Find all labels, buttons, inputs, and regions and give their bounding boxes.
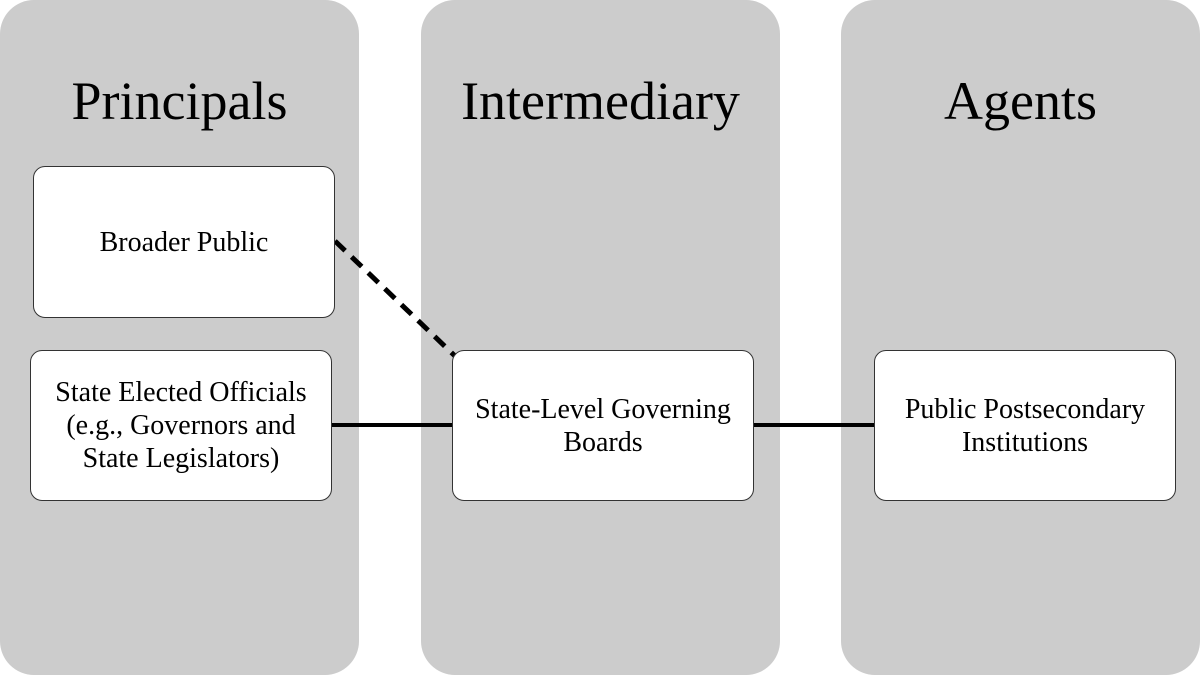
broader-public-node: Broader Public bbox=[33, 166, 335, 318]
principals-title: Principals bbox=[71, 71, 288, 131]
state-level-governing-boards-label: State-Level Governing Boards bbox=[475, 393, 731, 458]
agents-column: Agents bbox=[841, 0, 1200, 675]
principals-column: Principals bbox=[0, 0, 359, 675]
state-elected-officials-label: State Elected Officials (e.g., Governors… bbox=[55, 377, 307, 474]
agents-title: Agents bbox=[944, 71, 1097, 131]
state-level-governing-boards-node: State-Level Governing Boards bbox=[452, 350, 754, 501]
intermediary-title: Intermediary bbox=[461, 71, 740, 131]
public-postsecondary-institutions-node: Public Postsecondary Institutions bbox=[874, 350, 1176, 501]
broader-public-label: Broader Public bbox=[99, 226, 269, 258]
intermediary-column: Intermediary bbox=[421, 0, 780, 675]
state-elected-officials-node: State Elected Officials (e.g., Governors… bbox=[30, 350, 332, 501]
public-postsecondary-institutions-label: Public Postsecondary Institutions bbox=[904, 393, 1146, 458]
